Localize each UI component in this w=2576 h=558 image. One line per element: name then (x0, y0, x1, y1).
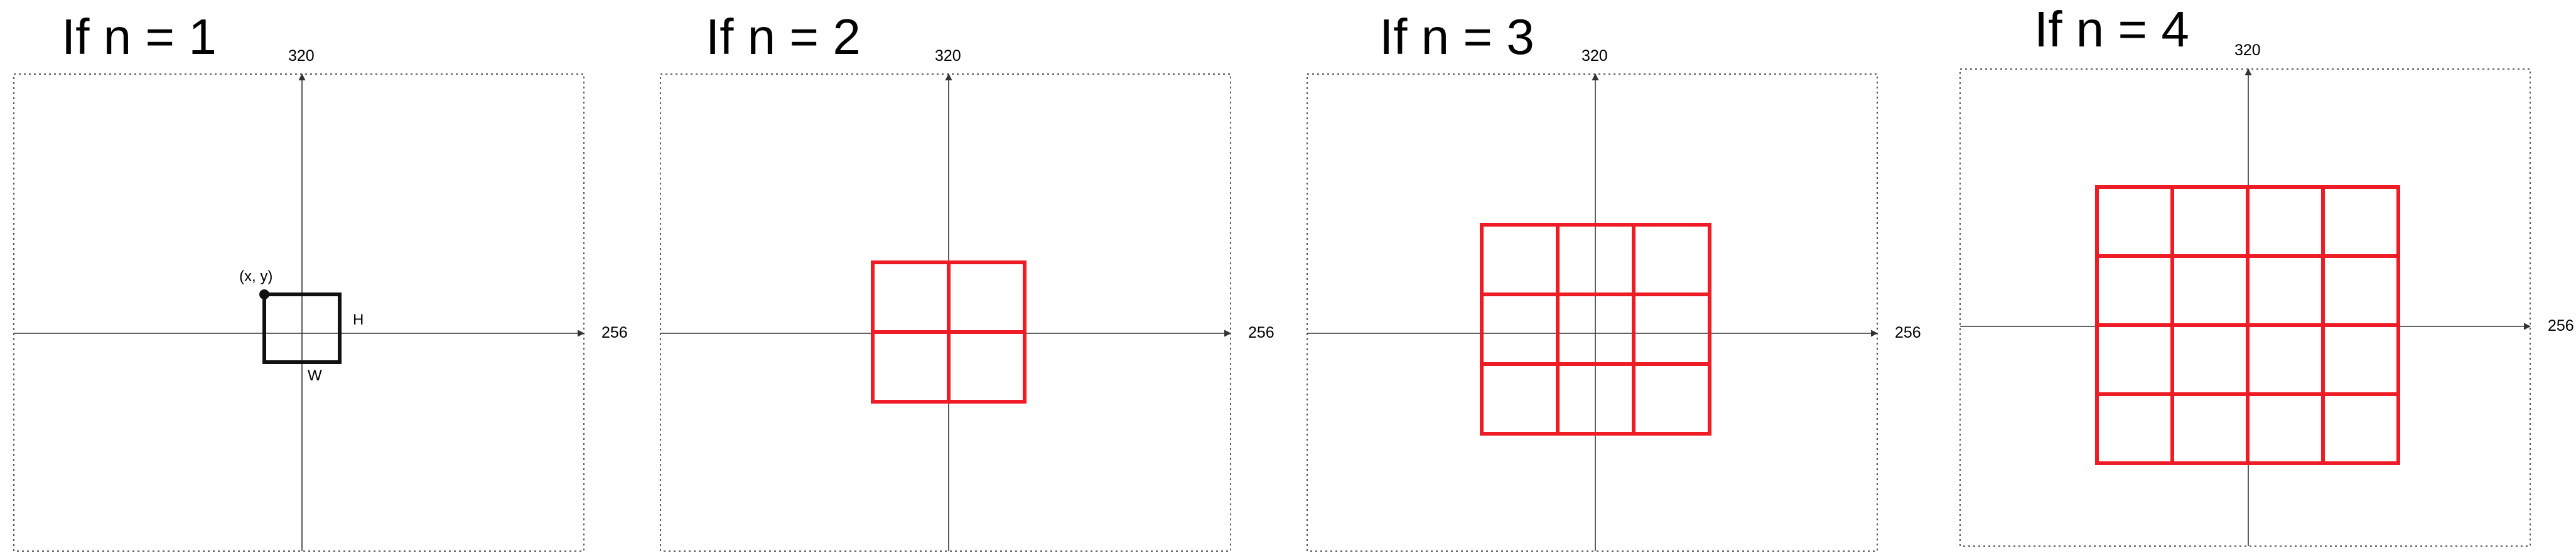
x-axis-label: 256 (2548, 317, 2574, 335)
grid-cell (2095, 185, 2174, 258)
panel-n1: If n = 1 320 256 (x, y) H W (13, 9, 628, 552)
grid-cell (2170, 254, 2250, 327)
panel-frame (1959, 68, 2531, 547)
y-axis-label: 320 (935, 47, 961, 65)
anchor-grid (2095, 185, 2400, 465)
x-axis-label: 256 (1895, 324, 1921, 341)
grid-cell (2095, 254, 2174, 327)
grid-cell (2321, 323, 2400, 396)
grid-cell (871, 260, 951, 334)
x-axis-label: 256 (601, 324, 628, 341)
grid-cell (2170, 185, 2250, 258)
anchor-grid (871, 260, 1027, 404)
panel-frame (13, 73, 585, 552)
y-axis-label: 320 (288, 47, 315, 65)
grid-cell (2321, 185, 2400, 258)
x-axis-label: 256 (1248, 324, 1275, 341)
panel-n3: If n = 3 320 256 (1307, 9, 1921, 552)
height-label: H (353, 311, 364, 328)
anchor-point (259, 289, 269, 299)
grid-cell (2321, 254, 2400, 327)
grid-cell (2095, 392, 2174, 465)
grid-cell (2095, 323, 2174, 396)
grid-cell (947, 330, 1027, 404)
grid-cell (947, 260, 1027, 334)
panel-frame (1307, 73, 1878, 552)
grid-cell (1632, 223, 1711, 296)
panel-title: If n = 1 (62, 9, 217, 65)
grid-cell (2246, 323, 2325, 396)
grid-cell (2246, 254, 2325, 327)
point-label: (x, y) (239, 268, 272, 285)
grid-cell (1632, 362, 1711, 436)
anchor-grid (1480, 223, 1711, 436)
bounding-box (262, 292, 342, 364)
panel-title: If n = 2 (706, 9, 861, 65)
grid-cell (2246, 392, 2325, 465)
panel-n2: If n = 2 320 256 (660, 9, 1275, 552)
y-axis-label: 320 (1582, 47, 1608, 65)
panel-frame (660, 73, 1231, 552)
grid-cell (2246, 185, 2325, 258)
y-axis-label: 320 (2234, 41, 2261, 59)
grid-cell (2321, 392, 2400, 465)
grid-cell (1480, 223, 1560, 296)
panel-title: If n = 3 (1379, 9, 1534, 65)
grid-cell (1632, 292, 1711, 366)
grid-cell (2170, 323, 2250, 396)
width-label: W (308, 367, 322, 384)
grid-cell (2170, 392, 2250, 465)
grid-cell (1480, 362, 1560, 436)
grid-cell (871, 330, 951, 404)
panel-title: If n = 4 (2034, 1, 2189, 57)
grid-cell (1480, 292, 1560, 366)
panel-n4: If n = 4 320 256 (1959, 1, 2574, 547)
